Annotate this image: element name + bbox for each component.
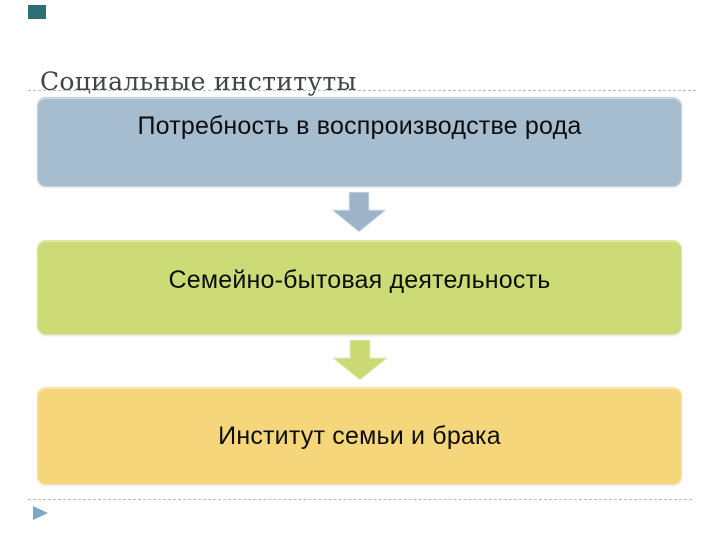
title-divider (28, 90, 696, 91)
footer-arrow-shape (33, 506, 48, 520)
flow-step-institution: Институт семьи и брака (37, 387, 682, 485)
down-arrow-icon (332, 192, 386, 232)
down-arrow-icon (333, 340, 387, 380)
theme-corner-square-decoration (28, 5, 46, 19)
flow-step-label: Институт семьи и брака (218, 422, 501, 450)
footer-arrow-icon (33, 506, 48, 520)
down-arrow-shape (333, 340, 387, 380)
flow-step-label: Семейно-бытовая деятельность (168, 266, 551, 294)
flow-step-activity: Семейно-бытовая деятельность (37, 240, 682, 335)
down-arrow-shape (332, 192, 386, 232)
flow-step-label: Потребность в воспроизводстве рода (137, 112, 582, 140)
flow-step-need: Потребность в воспроизводстве рода (37, 97, 682, 187)
page-title: Социальные институты (40, 66, 357, 96)
footer-divider (28, 499, 692, 500)
